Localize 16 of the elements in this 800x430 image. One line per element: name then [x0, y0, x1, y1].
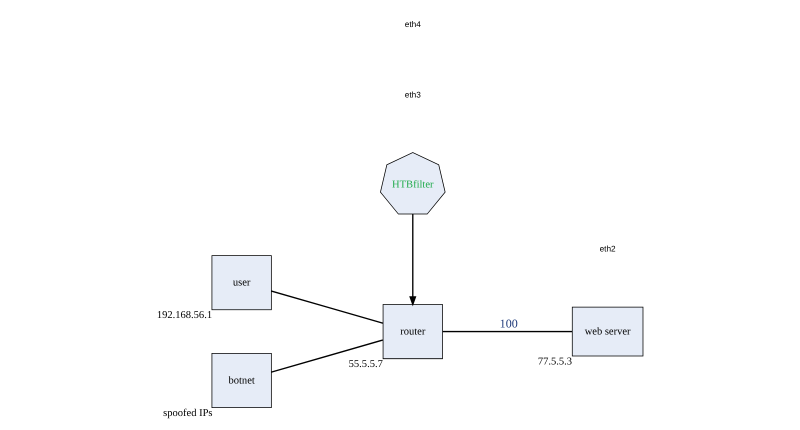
connector: [271, 339, 384, 373]
node-label: 77.5.5.3: [538, 356, 572, 368]
label: eth2: [600, 244, 616, 254]
node-box: web server: [572, 306, 644, 356]
connector: [442, 330, 572, 332]
node-box: router: [382, 304, 443, 360]
arrow: [409, 214, 416, 306]
edge-label: 100: [500, 316, 518, 331]
node-label: 192.168.56.1: [156, 310, 212, 322]
label: eth4: [404, 20, 421, 29]
node-label: 55.5.5.7: [348, 359, 383, 370]
connector: [271, 290, 384, 324]
node-label: spoofed IPs: [163, 408, 213, 420]
node-box: user: [212, 255, 272, 310]
node-box: botnet: [212, 353, 272, 408]
label: eth3: [404, 90, 421, 100]
